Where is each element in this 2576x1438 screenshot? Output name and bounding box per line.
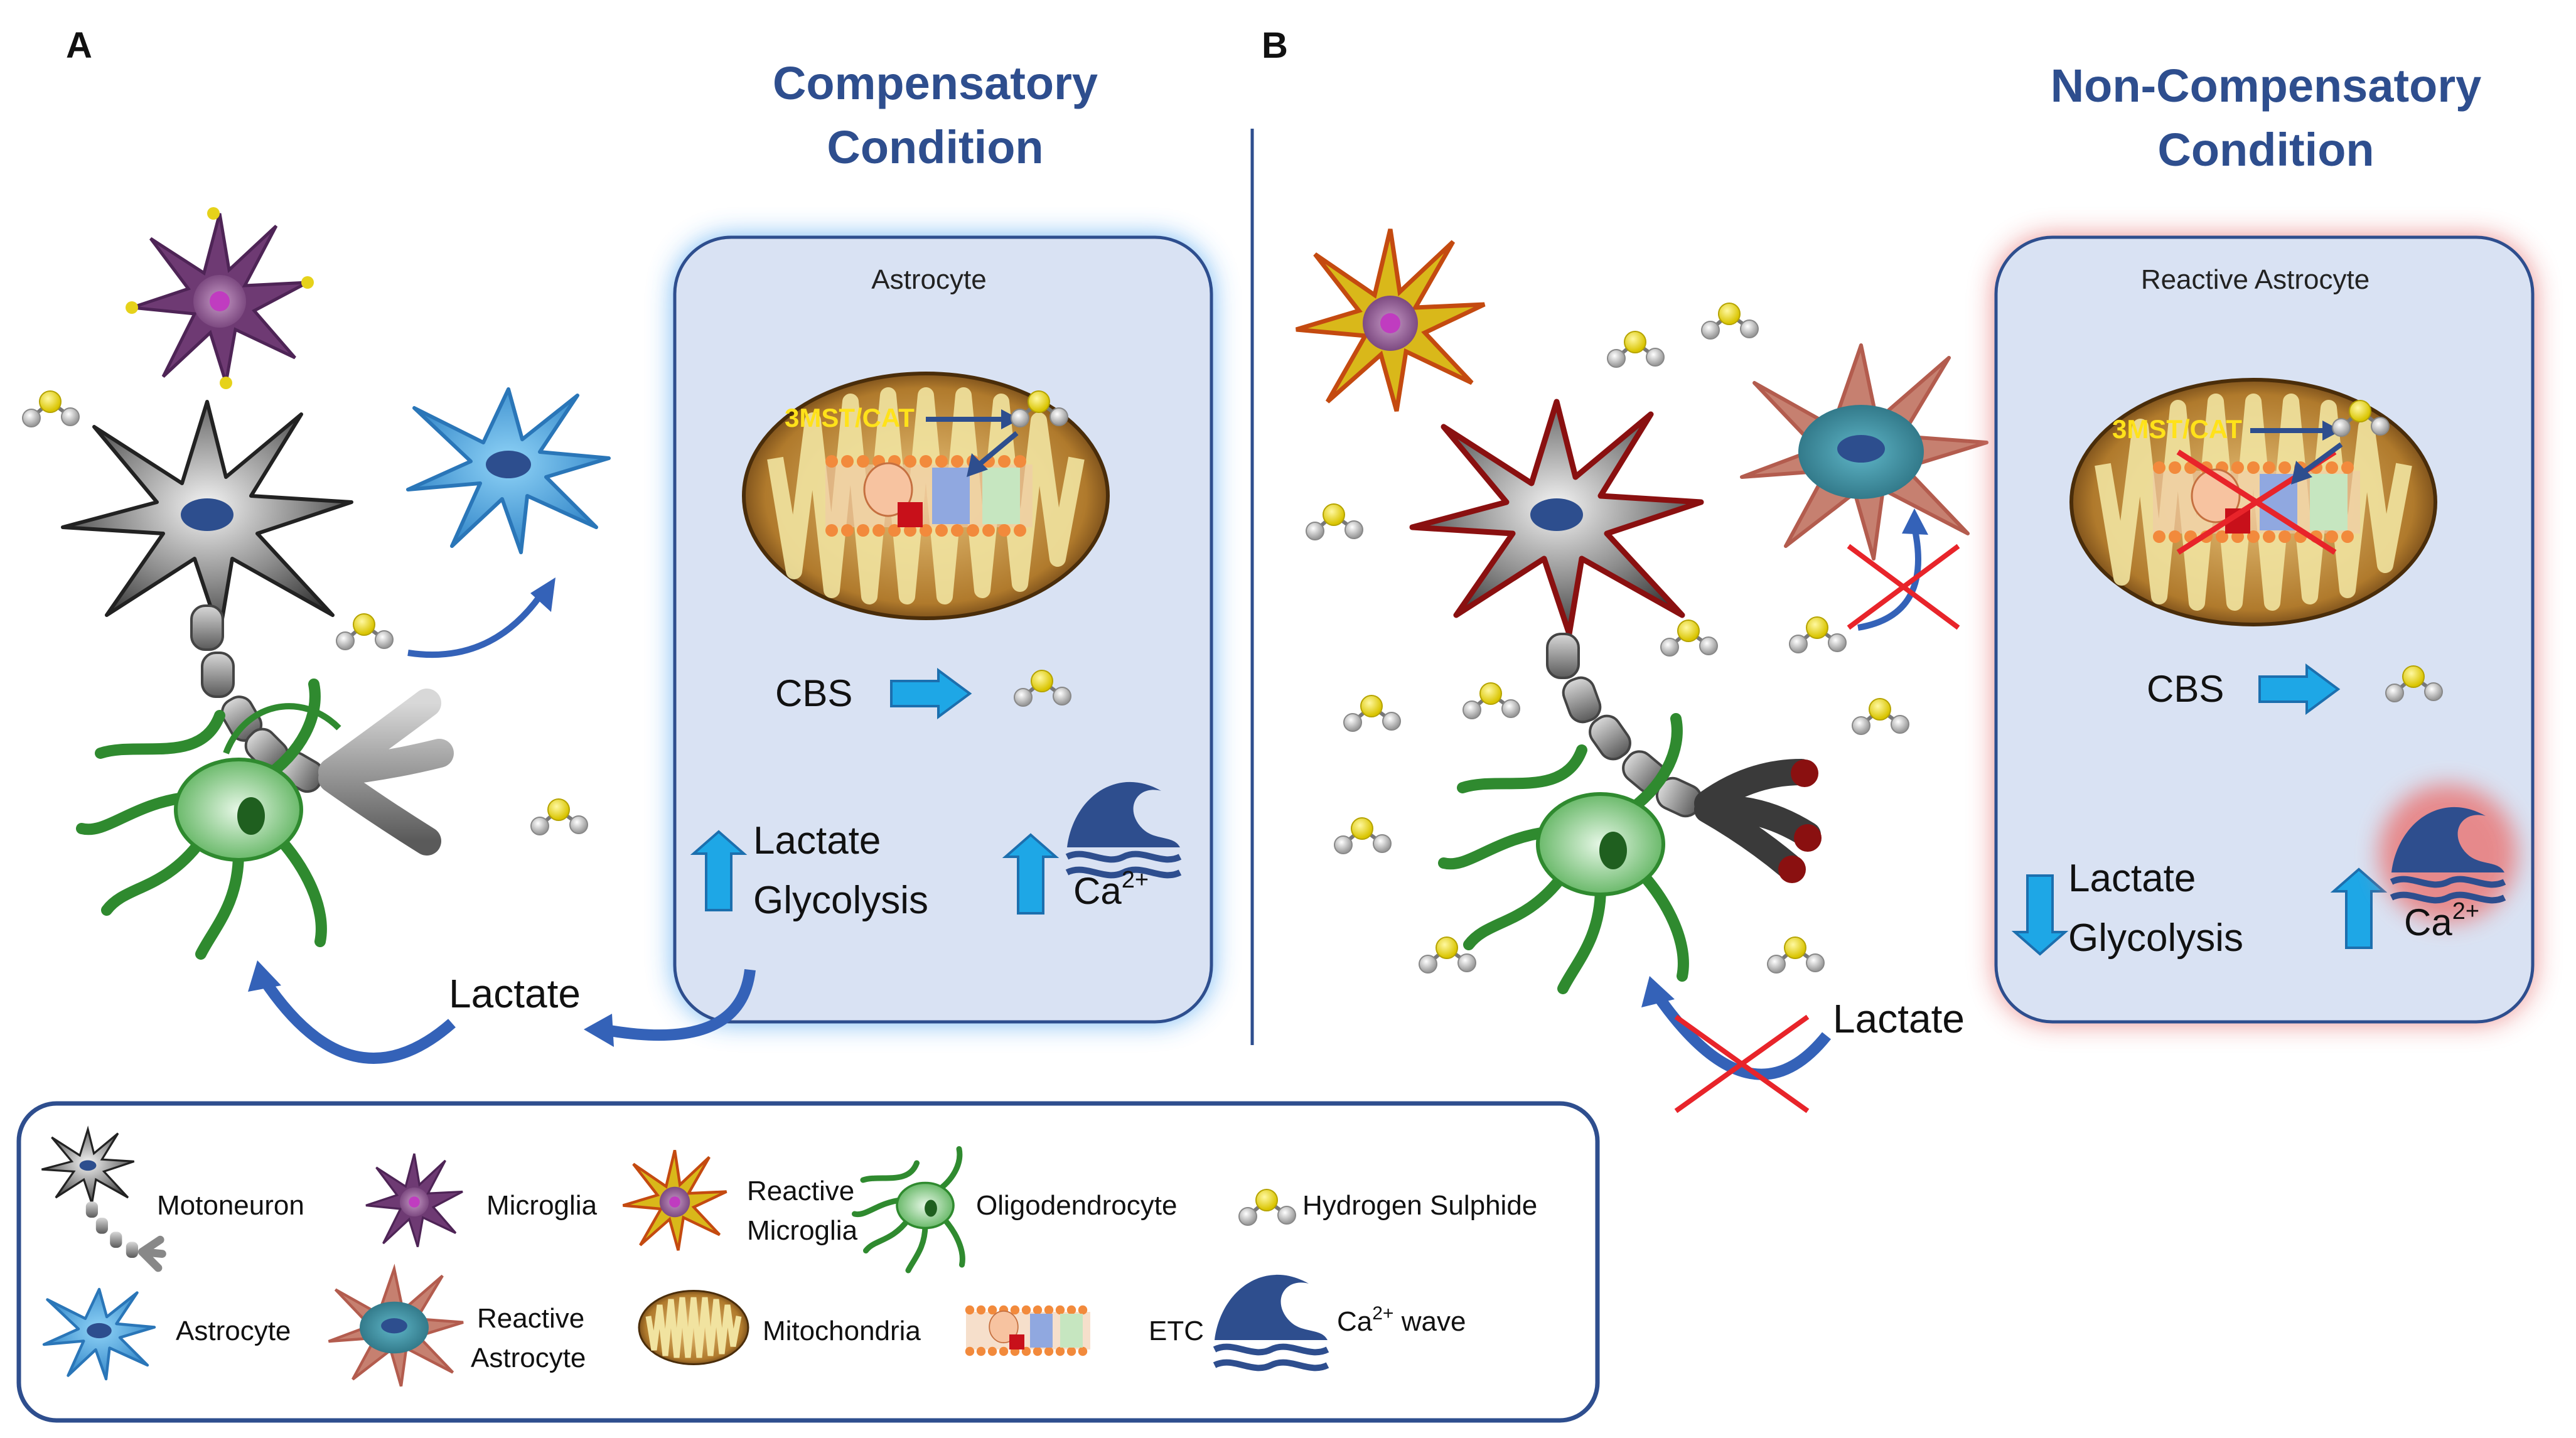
- panel-a-title-line2: Condition: [827, 121, 1043, 173]
- h2s-molecule: [23, 391, 79, 427]
- legend-ca-wave: Ca2+ wave: [1337, 1303, 1466, 1337]
- enzyme-label: 3MST/CAT: [785, 403, 915, 432]
- legend-mitochondria: Mitochondria: [763, 1316, 921, 1346]
- astrocyte-cell: [408, 389, 609, 552]
- motoneuron-cell: [61, 400, 353, 636]
- h2s-molecule: [531, 799, 588, 835]
- legend-hydrogen-sulphide: Hydrogen Sulphide: [1302, 1190, 1537, 1221]
- lactate-transfer-label: Lactate: [1833, 996, 1965, 1041]
- arrow-head: [584, 1014, 614, 1047]
- lactate-label: Lactate: [753, 819, 881, 862]
- lactate-label: Lactate: [2068, 857, 2196, 900]
- blocked-arrow: [1857, 526, 1921, 631]
- curved-arrow: [259, 976, 456, 1064]
- h2s-molecule: [1768, 937, 1824, 973]
- h2s-molecule: [1607, 331, 1664, 367]
- reactive-astrocyte-cell: [1740, 343, 1988, 561]
- curved-arrow: [407, 594, 543, 658]
- panel-a-title-line1: Compensatory: [773, 57, 1098, 109]
- arrow-head: [1902, 508, 1928, 535]
- h2s-molecule: [336, 614, 393, 650]
- reactive-microglia-icon: [622, 1149, 727, 1251]
- enzyme-label: 3MST/CAT: [2112, 414, 2242, 444]
- decrease-arrow: [2011, 874, 2069, 956]
- panel-b-title-line2: Condition: [2157, 124, 2374, 176]
- legend-reactive-astrocyte-1: Reactive: [477, 1303, 584, 1334]
- increase-arrow: [690, 830, 748, 911]
- glycolysis-label: Glycolysis: [753, 879, 928, 922]
- panel-b-letter: B: [1262, 25, 1288, 66]
- h2s-molecule: [1702, 303, 1758, 339]
- red-cross: [1674, 1014, 1810, 1113]
- legend: Motoneuron Microglia Reactive Microglia …: [16, 1101, 1600, 1423]
- panel-a-letter: A: [66, 25, 92, 66]
- panel-a: A Compensatory Condition: [23, 25, 1213, 1064]
- h2s-molecule: [1344, 695, 1400, 731]
- enzyme-arrow: [2302, 442, 2343, 475]
- motoneuron-icon: [41, 1125, 166, 1272]
- reactive-box-label: Reactive Astrocyte: [2141, 264, 2369, 295]
- enzyme-arrow: [977, 431, 1019, 467]
- arrow-head: [2291, 461, 2312, 485]
- calcium-wave-legend-icon: [1213, 1274, 1329, 1371]
- calcium-wave-icon: [2390, 807, 2506, 904]
- legend-etc: ETC: [1149, 1316, 1204, 1346]
- arrow-head: [1001, 409, 1020, 429]
- h2s-molecule: [1334, 818, 1391, 854]
- reactive-astrocyte-icon: [328, 1264, 464, 1387]
- h2s-molecule: [1306, 504, 1363, 540]
- mitochondria-icon: [638, 1289, 749, 1366]
- cbs-label: CBS: [2147, 668, 2224, 710]
- glycolysis-label: Glycolysis: [2068, 916, 2243, 960]
- legend-motoneuron: Motoneuron: [157, 1190, 304, 1221]
- arrow-head: [248, 960, 281, 992]
- legend-box: [16, 1101, 1600, 1423]
- motoneuron-cell: [1409, 399, 1704, 637]
- arrow-head: [967, 453, 988, 477]
- blocked-arrow: [1652, 991, 1832, 1080]
- astrocyte-box-label: Astrocyte: [871, 264, 986, 295]
- cyan-arrow: [2258, 663, 2341, 715]
- legend-reactive-microglia-1: Reactive: [747, 1176, 854, 1206]
- microglia-icon: [365, 1153, 463, 1247]
- reactive-microglia-cell: [1295, 228, 1486, 412]
- red-cross: [1847, 544, 1960, 630]
- cbs-label: CBS: [775, 672, 852, 714]
- h2s-molecule: [1852, 699, 1909, 734]
- legend-reactive-microglia-2: Microglia: [747, 1215, 858, 1246]
- legend-oligodendrocyte: Oligodendrocyte: [976, 1190, 1177, 1221]
- oligodendrocyte-icon: [851, 1146, 965, 1274]
- calcium-label: Ca2+: [2404, 898, 2479, 943]
- calcium-label: Ca2+: [1073, 867, 1149, 912]
- legend-microglia: Microglia: [486, 1190, 598, 1221]
- cyan-arrow: [890, 668, 972, 719]
- increase-arrow: [2330, 867, 2388, 949]
- arrow-head: [1641, 976, 1675, 1007]
- increase-arrow: [1002, 833, 1060, 915]
- arrow-head: [2322, 421, 2341, 441]
- etc-icon: [965, 1305, 1090, 1356]
- arrow-head: [530, 577, 555, 612]
- oligodendrocyte-cell: [76, 679, 341, 960]
- calcium-wave-icon: [1065, 781, 1182, 879]
- oligodendrocyte-cell: [1438, 713, 1689, 994]
- curved-arrow: [601, 969, 756, 1041]
- h2s-molecule: [1661, 620, 1717, 656]
- astrocyte-icon: [42, 1287, 156, 1381]
- h2s-molecule: [1463, 683, 1520, 719]
- panel-b: B Non-Compensatory Condition: [1262, 25, 2535, 1113]
- legend-reactive-astrocyte-2: Astrocyte: [471, 1343, 586, 1373]
- legend-astrocyte: Astrocyte: [176, 1316, 291, 1346]
- lactate-transfer-label: Lactate: [449, 971, 581, 1016]
- motoneuron-axon: [1546, 633, 1822, 883]
- panel-b-title-line1: Non-Compensatory: [2051, 60, 2482, 112]
- microglia-cell: [126, 207, 314, 389]
- h2s-molecule: [1790, 617, 1846, 653]
